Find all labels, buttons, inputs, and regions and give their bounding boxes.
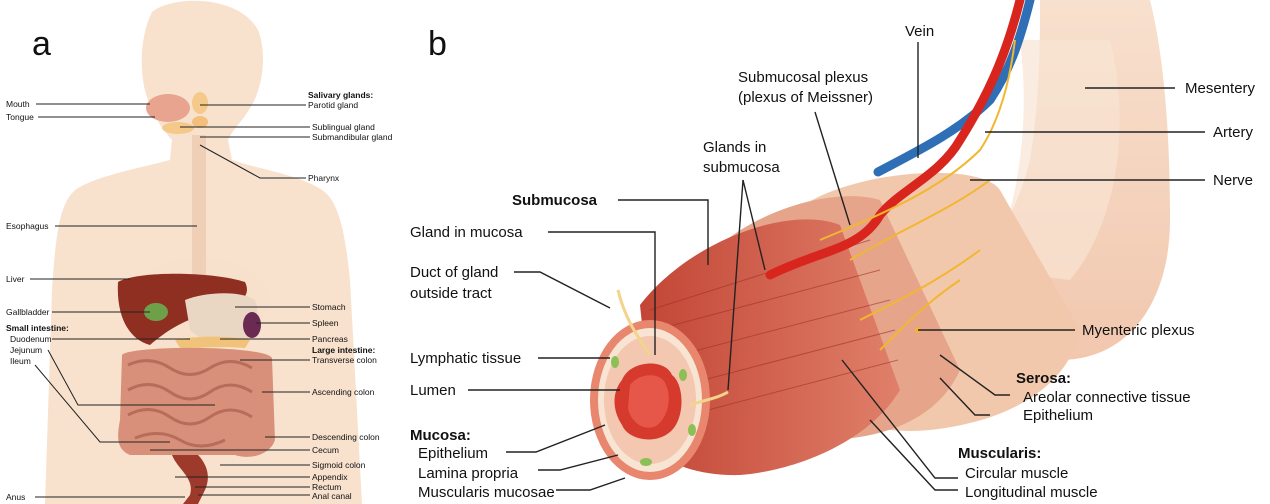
label-glands-submucosa-line2: submucosa xyxy=(703,159,780,176)
label-submandibular: Submandibular gland xyxy=(312,132,393,142)
label-serosa: Serosa: xyxy=(1016,370,1071,387)
label-nerve: Nerve xyxy=(1213,172,1253,189)
label-muscularis: Muscularis: xyxy=(958,445,1041,462)
label-myenteric-plexus: Myenteric plexus xyxy=(1082,322,1195,339)
label-jejunum: Jejunum xyxy=(10,345,42,355)
panel-a-letter: a xyxy=(32,25,51,63)
label-vein: Vein xyxy=(905,23,934,40)
label-artery: Artery xyxy=(1213,124,1254,141)
label-stomach: Stomach xyxy=(312,302,346,312)
label-anal-canal: Anal canal xyxy=(312,491,352,501)
label-small-intestine: Small intestine: xyxy=(6,323,69,333)
label-gland-in-mucosa: Gland in mucosa xyxy=(410,224,523,241)
label-submucosa: Submucosa xyxy=(512,192,598,209)
label-serosa-epithelium: Epithelium xyxy=(1023,407,1093,424)
tube-cross-section xyxy=(590,320,710,480)
label-sublingual: Sublingual gland xyxy=(312,122,375,132)
label-duodenum: Duodenum xyxy=(10,334,52,344)
label-sigmoid-colon: Sigmoid colon xyxy=(312,460,366,470)
label-lamina-propria: Lamina propria xyxy=(418,465,519,482)
label-duct-line1: Duct of gland xyxy=(410,264,498,281)
label-muscularis-mucosae: Muscularis mucosae xyxy=(418,484,555,501)
label-ileum: Ileum xyxy=(10,356,31,366)
label-submucosal-plexus-line1: Submucosal plexus xyxy=(738,69,868,86)
label-anus: Anus xyxy=(6,492,25,502)
label-mucosa: Mucosa: xyxy=(410,427,471,444)
salivary-glands xyxy=(146,92,208,134)
label-tongue: Tongue xyxy=(6,112,34,122)
label-liver: Liver xyxy=(6,274,25,284)
label-cecum: Cecum xyxy=(312,445,339,455)
label-mucosa-epithelium: Epithelium xyxy=(418,445,488,462)
label-glands-submucosa-line1: Glands in xyxy=(703,139,766,156)
label-pancreas: Pancreas xyxy=(312,334,348,344)
label-mouth: Mouth xyxy=(6,99,30,109)
label-circular-muscle: Circular muscle xyxy=(965,465,1068,482)
label-appendix: Appendix xyxy=(312,472,348,482)
label-gallbladder: Gallbladder xyxy=(6,307,50,317)
label-pharynx: Pharynx xyxy=(308,173,340,183)
panel-b-letter: b xyxy=(428,25,447,63)
label-large-intestine: Large intestine: xyxy=(312,345,375,355)
label-lumen: Lumen xyxy=(410,382,456,399)
label-salivary-glands: Salivary glands: xyxy=(308,90,373,100)
label-spleen: Spleen xyxy=(312,318,339,328)
label-mesentery: Mesentery xyxy=(1185,80,1256,97)
label-parotid: Parotid gland xyxy=(308,100,358,110)
label-longitudinal-muscle: Longitudinal muscle xyxy=(965,484,1098,501)
label-esophagus: Esophagus xyxy=(6,221,49,231)
label-ascending-colon: Ascending colon xyxy=(312,387,375,397)
label-submucosal-plexus-line2: (plexus of Meissner) xyxy=(738,89,873,106)
label-areolar-tissue: Areolar connective tissue xyxy=(1023,389,1191,406)
label-lymphatic-tissue: Lymphatic tissue xyxy=(410,350,521,367)
label-transverse-colon: Transverse colon xyxy=(312,355,377,365)
label-duct-line2: outside tract xyxy=(410,285,493,302)
label-descending-colon: Descending colon xyxy=(312,432,380,442)
